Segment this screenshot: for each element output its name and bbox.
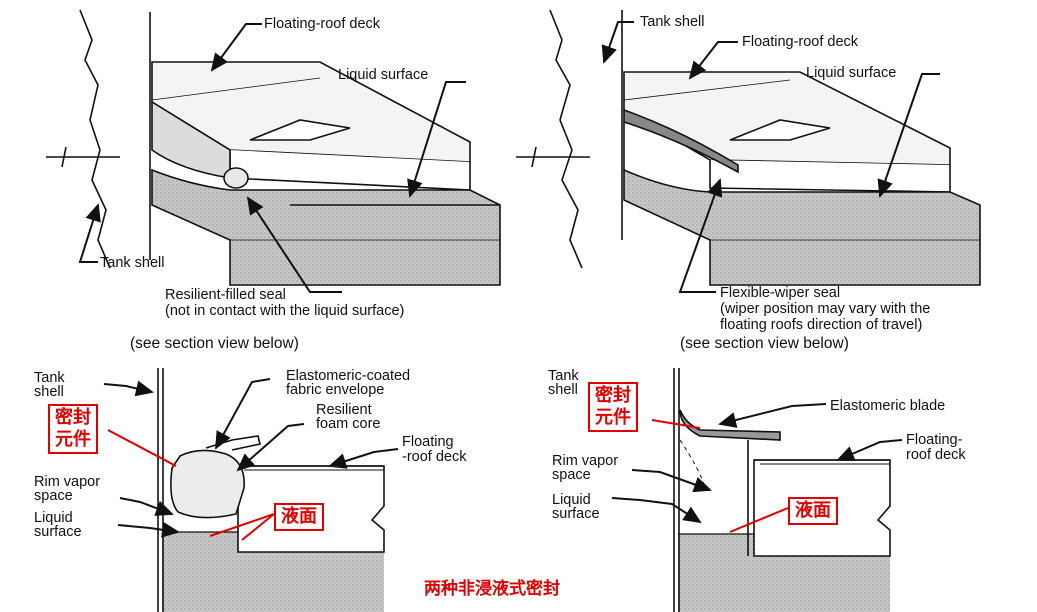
top-left-leaders: [78, 23, 466, 293]
label-wiper-note-2: floating roofs direction of travel): [720, 317, 923, 333]
label-liquid-surface-br: Liquid surface: [552, 492, 600, 522]
label-liquid-surface-bl: Liquid surface: [34, 510, 82, 540]
tank-shell-wall: [79, 9, 111, 269]
label-liquid-surface-tr: Liquid surface: [806, 65, 897, 81]
label-section-note-tr: (see section view below): [680, 335, 849, 352]
red-annotation-lines-right: [651, 419, 789, 533]
top-right-iso-drawing: [516, 9, 981, 286]
label-liquid-surface-tl: Liquid surface: [338, 67, 429, 83]
label-tank-shell-br: Tank shell: [548, 368, 579, 398]
floating-roof-deck-top-right: [623, 71, 951, 166]
label-resilient-foam-core: Resilient foam core: [316, 402, 381, 432]
label-floating-roof-deck-br: Floating- roof deck: [906, 432, 966, 463]
label-rim-vapor-space-br: Rim vapor space: [552, 453, 619, 483]
top-right-leaders: [601, 21, 940, 293]
top-left-iso-drawing: [46, 9, 501, 286]
bottom-right-leaders: [611, 403, 903, 524]
red-annotation-lines-left: [107, 429, 275, 541]
liquid-block: [151, 168, 501, 286]
flexible-wiper-blade: [623, 108, 739, 174]
label-floating-roof-deck-bl: Floating -roof deck: [402, 434, 467, 465]
label-floating-roof-deck-tl: Floating-roof deck: [264, 16, 381, 32]
bottom-left-leaders: [103, 378, 399, 538]
label-tank-shell-bl: Tank shell: [34, 370, 65, 400]
annotation-liquid-level-left: 液面: [274, 503, 324, 531]
footer-caption: 两种非浸液式密封: [424, 579, 560, 599]
label-flexible-wiper-seal: Flexible-wiper seal: [720, 285, 841, 301]
annotation-seal-element-right: 密封 元件: [588, 382, 638, 432]
label-resilient-filled-seal: Resilient-filled seal: [165, 287, 286, 303]
label-tank-shell-tr: Tank shell: [640, 14, 705, 30]
label-wiper-note-1: (wiper position may vary with the: [720, 301, 931, 317]
label-section-note-tl: (see section view below): [130, 335, 299, 352]
label-elastomeric-envelope: Elastomeric-coated fabric envelope: [286, 368, 411, 398]
label-elastomeric-blade: Elastomeric blade: [830, 398, 946, 414]
annotation-liquid-level-right: 液面: [788, 497, 838, 525]
annotation-seal-element-left: 密封 元件: [48, 404, 98, 454]
label-tank-shell-tl: Tank shell: [100, 255, 165, 271]
elastomeric-blade: [679, 409, 781, 441]
seal-envelope: [170, 449, 245, 519]
label-resilient-seal-note: (not in contact with the liquid surface): [165, 303, 405, 319]
label-floating-roof-deck-tr: Floating-roof deck: [742, 34, 859, 50]
label-rim-vapor-space-bl: Rim vapor space: [34, 474, 101, 504]
